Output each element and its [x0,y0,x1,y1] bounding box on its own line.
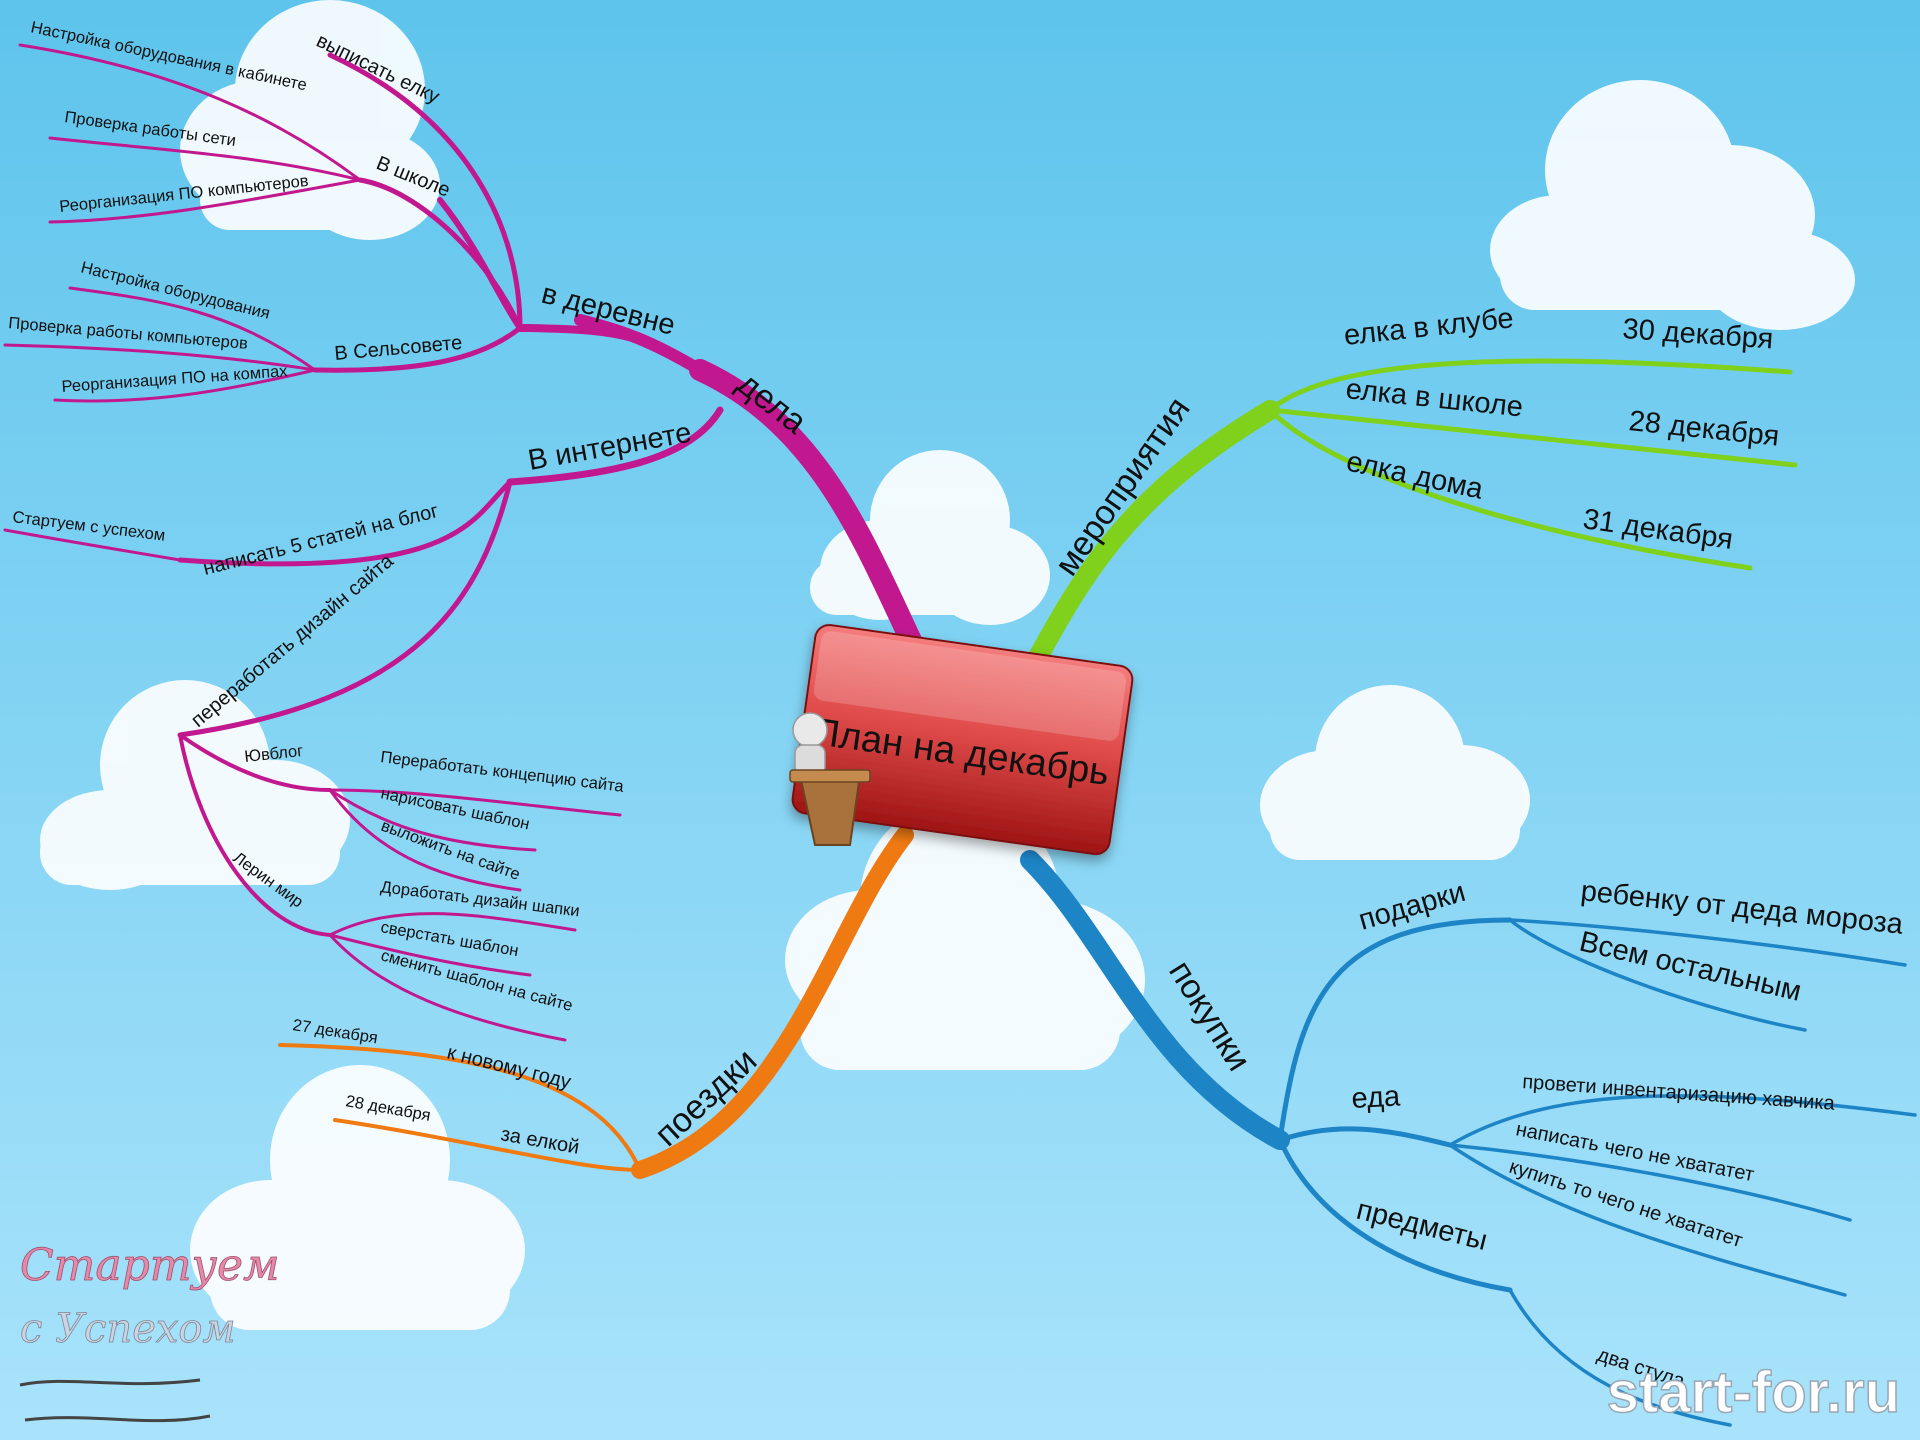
shkole-leaf-2 [48,136,362,182]
signature-line-1: Стартуем [20,1240,280,1291]
lerin-line [178,733,332,937]
v-derevne-line [516,324,704,374]
eda-line [1277,1126,1453,1148]
predmety-leaf [1508,1288,1732,1427]
signature-line-2: с Успехом [20,1306,236,1352]
za-elkoy-line [333,1118,642,1172]
pererabotat-line [177,479,513,738]
eda-leaf-3 [1448,1143,1847,1297]
selsovete-leaf-1 [68,286,317,372]
cloud [810,450,1050,625]
meropriyatiya-main-line [1010,400,1280,700]
v-selsovete-line [312,325,523,373]
yuolog-leaf-2 [328,788,537,852]
yuolog-leaf-1 [328,788,622,817]
podarki-leaf-1 [1508,918,1907,967]
cloud [785,800,1145,1070]
central-box-highlight [813,631,1127,741]
eda-leaf-1 [1448,1094,1917,1147]
v-shkole-line [357,177,523,331]
shkole-leaf-3 [48,178,362,224]
predmety-line [1277,1137,1513,1293]
poezdki-main-line [631,826,914,1179]
clouds [40,0,1855,1330]
eda-label[interactable]: еда [1351,1080,1402,1115]
cloud [1260,685,1530,860]
cloud [1490,80,1855,330]
eda-leaf-2 [1448,1143,1852,1222]
novomu-godu-line [278,1043,642,1172]
elka-doma-line [1267,407,1753,571]
presenter-figure-icon [789,712,871,846]
lerin-leaf-2 [328,933,532,977]
dela-main-line [689,359,941,691]
yuolog-line [178,733,332,792]
pokupki-main-line [1020,850,1290,1150]
branch-pokupki [1020,850,1917,1427]
yuolog-leaf-3 [328,788,522,892]
v-internete-line [506,406,724,486]
cloud [190,1065,525,1330]
lerin-leaf-1 [328,912,577,937]
branch-dela [3,43,941,1042]
site-watermark: start-for.ru [1607,1360,1900,1425]
lerin-leaf-3 [328,933,567,1042]
elka-klub-line [1267,358,1793,413]
selsovete-leaf-2 [3,343,317,372]
podarki-leaf-2 [1508,918,1807,1032]
selsovete-leaf-3 [53,368,317,403]
napisat-line [177,479,513,567]
cloud [180,0,440,240]
shkole-leaf-1 [18,43,362,182]
podarki-line [1277,917,1513,1143]
napisat-leaf [3,528,182,562]
elka-shkola-line [1267,407,1798,468]
branch-poezdki [278,826,914,1179]
vypisat-elku-line [327,52,523,331]
signature-scribble [19,1378,211,1423]
signature-watermark: Стартуем с Успехом [19,1240,280,1423]
branch-meropriyatiya [1010,358,1798,700]
